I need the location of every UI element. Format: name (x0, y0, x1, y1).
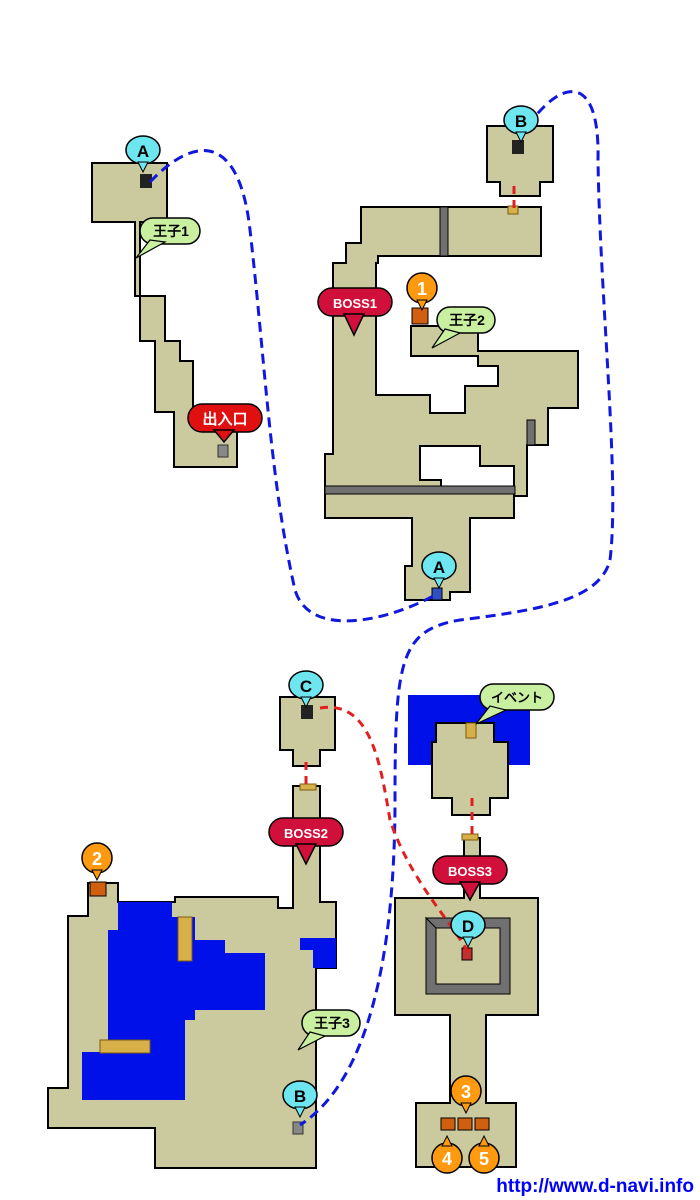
treasure-chest-icon[interactable] (411, 307, 429, 325)
boss-label: BOSS1 (333, 296, 377, 311)
warp-marker-b-top[interactable]: B (503, 105, 539, 144)
warp-marker-a-top[interactable]: A (125, 135, 161, 174)
treasure-marker-2[interactable]: 2 (81, 842, 113, 882)
bridge-vertical (177, 916, 193, 962)
warp-marker-a-bottom[interactable]: A (421, 551, 457, 590)
room-2-small-floor (486, 125, 554, 197)
warp-label: A (433, 558, 445, 577)
warp-marker-b-bottom[interactable]: B (282, 1080, 318, 1119)
treasure-marker-3[interactable]: 3 (450, 1075, 482, 1115)
wall-east (526, 419, 536, 446)
warp-label: A (137, 142, 149, 161)
stairs-icon[interactable] (292, 1121, 304, 1135)
treasure-label: 2 (92, 849, 102, 869)
wall-right (439, 206, 449, 257)
treasure-chest-icon[interactable] (457, 1117, 473, 1131)
entrance-marker[interactable]: 出入口 (187, 403, 263, 444)
prince-label: 王子2 (449, 312, 485, 328)
event-label: イベント (491, 690, 543, 705)
prince-label: 王子3 (314, 1015, 350, 1031)
stairs-icon[interactable] (217, 444, 229, 458)
event-marker[interactable]: イベント (475, 683, 555, 725)
treasure-marker-4[interactable]: 4 (431, 1134, 463, 1174)
boss-marker-3[interactable]: BOSS3 (432, 855, 508, 902)
link-a (148, 149, 436, 623)
entrance-label: 出入口 (202, 410, 247, 428)
room-4 (394, 695, 539, 1168)
prince-marker-3[interactable]: 王子3 (297, 1009, 361, 1051)
boss-marker-1[interactable]: BOSS1 (317, 287, 393, 337)
treasure-label: 1 (417, 279, 427, 299)
stairs-down-icon[interactable] (431, 587, 443, 601)
room-4-top-floor (431, 722, 509, 816)
event-marker (465, 722, 477, 739)
prince-label: 王子1 (153, 223, 189, 239)
treasure-chest-icon[interactable] (440, 1117, 456, 1131)
warp-label: D (462, 917, 474, 936)
boss-label: BOSS3 (448, 864, 492, 879)
warp-marker-c[interactable]: C (288, 670, 324, 709)
treasure-chest-icon[interactable] (474, 1117, 490, 1131)
lake-inlet (300, 938, 336, 968)
link-b (299, 90, 615, 1127)
site-url-link[interactable]: http://www.d-navi.info (496, 1176, 694, 1197)
stairs-up-icon[interactable] (140, 174, 152, 188)
room-3 (47, 696, 337, 1169)
door-marker (299, 783, 317, 791)
boss-marker-2[interactable]: BOSS2 (268, 817, 344, 866)
warp-marker-d[interactable]: D (450, 910, 486, 949)
treasure-marker-5[interactable]: 5 (468, 1134, 500, 1174)
warp-label: B (294, 1087, 306, 1106)
prince-marker-2[interactable]: 王子2 (431, 306, 496, 349)
treasure-label: 3 (461, 1082, 471, 1102)
warp-label: B (515, 112, 527, 131)
room-2 (324, 125, 579, 601)
stairs-up-icon[interactable] (512, 140, 524, 154)
treasure-label: 4 (442, 1149, 452, 1169)
room-2-main-floor (324, 206, 579, 601)
treasure-marker-1[interactable]: 1 (406, 272, 438, 312)
link-c (319, 705, 470, 953)
stairs-up-icon[interactable] (301, 705, 313, 719)
door-marker (461, 833, 479, 841)
warp-label: C (300, 677, 312, 696)
treasure-label: 5 (479, 1149, 489, 1169)
wall-ledge (324, 485, 516, 495)
bridge-horizontal (99, 1039, 151, 1054)
treasure-chest-icon[interactable] (89, 881, 107, 897)
boss-label: BOSS2 (284, 826, 328, 841)
room-3-upper-floor (279, 696, 336, 767)
prince-marker-1[interactable]: 王子1 (135, 217, 201, 259)
